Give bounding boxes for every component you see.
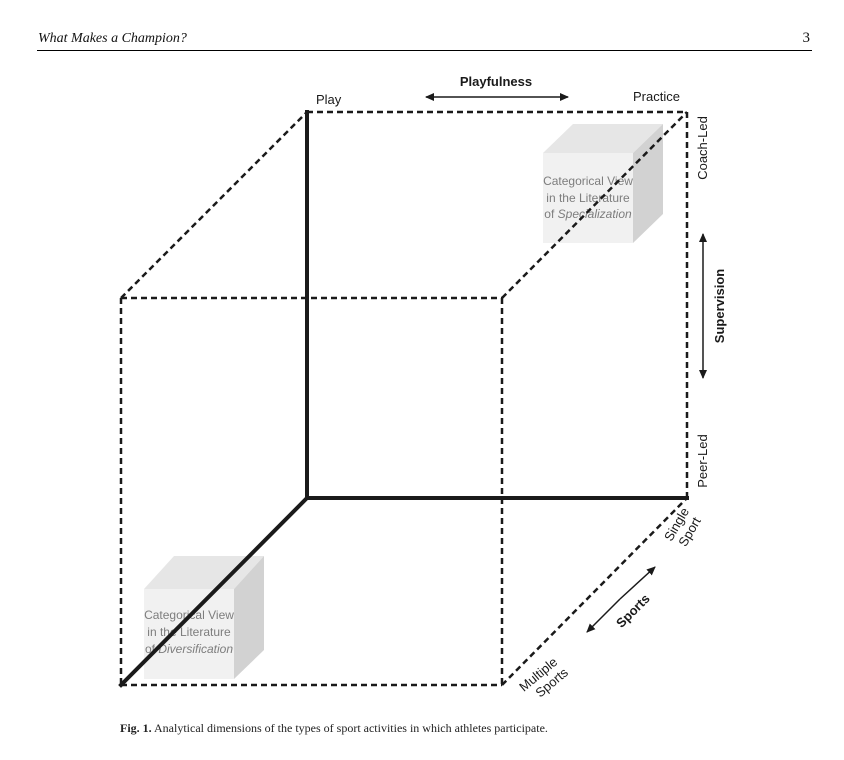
running-title: What Makes a Champion? [38, 31, 187, 46]
label-supervision: Supervision [712, 269, 727, 343]
label-play: Play [316, 92, 342, 107]
label-single-sport: Single Sport [661, 505, 704, 549]
caption-label: Fig. 1. [120, 721, 152, 735]
diversification-text-emphasis: Diversification [158, 642, 233, 656]
diversification-box-side [234, 556, 264, 679]
specialization-text-line1: Categorical View [543, 174, 633, 188]
caption-text: Analytical dimensions of the types of sp… [154, 721, 548, 735]
label-sports-axis: Sports [613, 591, 653, 631]
specialization-box: Categorical View in the Literature of Sp… [543, 124, 663, 243]
bottom-right-diagonal [501, 497, 688, 686]
top-right-diagonal [501, 111, 688, 299]
diversification-box: Categorical View in the Literature of Di… [144, 556, 264, 679]
specialization-box-side [633, 124, 663, 243]
specialization-text-line2: in the Literature [546, 191, 630, 205]
figure-caption: Fig. 1. Analytical dimensions of the typ… [120, 721, 548, 736]
specialization-box-top [543, 124, 663, 153]
specialization-text-prefix: of [544, 207, 557, 221]
depth-axis [118, 495, 310, 688]
diversification-text-line2: in the Literature [147, 625, 231, 639]
sports-arrow-up [619, 566, 656, 600]
specialization-text-emphasis: Specialization [558, 207, 632, 221]
diversification-box-front [144, 589, 234, 679]
label-peer-led: Peer-Led [695, 434, 710, 487]
label-practice: Practice [633, 89, 680, 104]
page-number: 3 [802, 30, 811, 46]
specialization-box-front [543, 153, 633, 243]
page-header: What Makes a Champion? 3 [37, 30, 812, 51]
top-left-diagonal [120, 111, 308, 299]
label-playfulness: Playfulness [460, 74, 532, 89]
figure-1: Categorical View in the Literature of Sp… [118, 74, 727, 700]
label-coach-led: Coach-Led [695, 116, 710, 180]
specialization-text-line3: of Specialization [544, 207, 632, 221]
diversification-box-top [144, 556, 264, 589]
solid-axes [118, 110, 689, 688]
sports-arrow-down [586, 598, 621, 633]
cube-dashed-edges [119, 110, 689, 687]
